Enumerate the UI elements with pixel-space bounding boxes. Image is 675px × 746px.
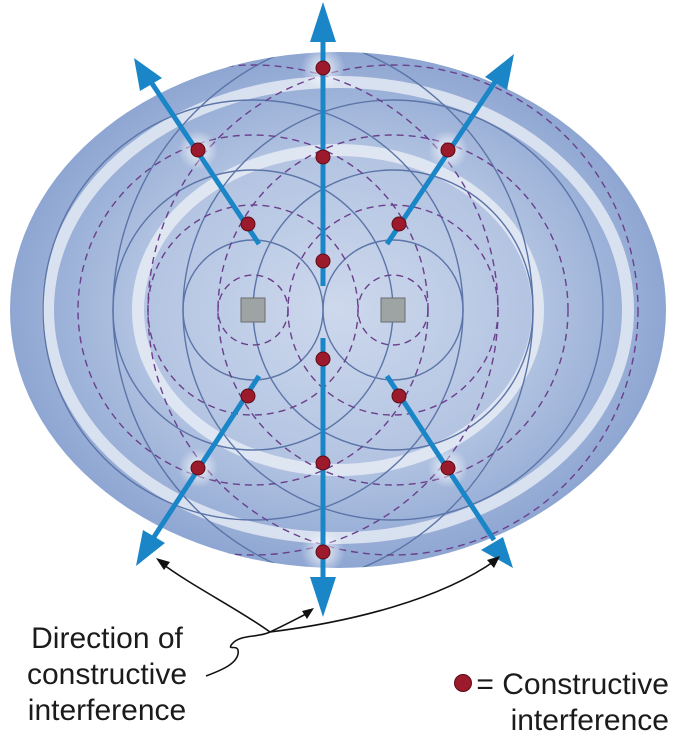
- constructive-dot: [190, 460, 206, 476]
- arrow-lower-left-shaft: [149, 374, 262, 542]
- constructive-dot: [315, 544, 331, 560]
- arrow-up-icon: [310, 2, 336, 42]
- arrow-upper-left-icon: [134, 58, 162, 91]
- arrow-lower-left-icon: [136, 530, 165, 566]
- legend-line1: = Constructive: [454, 667, 669, 703]
- pointer-arrowhead-icon: [156, 558, 170, 570]
- constructive-dot: [440, 142, 456, 158]
- constructive-dot: [391, 388, 407, 404]
- wave-field: [10, 52, 666, 568]
- trough-lines-source-b: [147, 64, 639, 556]
- constructive-dot: [391, 216, 407, 232]
- constructive-points: [190, 60, 456, 560]
- pointer-arrowhead-icon: [302, 608, 314, 619]
- callout-arrowheads: [156, 556, 500, 619]
- red-dot-icon: [454, 674, 473, 693]
- source-a-icon: [240, 297, 266, 323]
- constructive-dot: [315, 455, 331, 471]
- direction-label: Direction of constructive interference: [0, 621, 214, 729]
- arrow-lower-right-icon: [481, 537, 513, 568]
- constructive-dot: [190, 142, 206, 158]
- arrow-upper-right-shaft: [384, 80, 498, 246]
- constructive-dot: [315, 149, 331, 165]
- pointer-arrowhead-icon: [487, 556, 500, 568]
- source-b-icon: [380, 297, 406, 323]
- constructive-dot: [240, 388, 256, 404]
- arrow-upper-left-shaft: [148, 80, 262, 246]
- constructive-dot: [315, 351, 331, 367]
- direction-label-line3: interference: [27, 694, 187, 727]
- legend-text: = Constructive: [476, 668, 669, 701]
- constructive-dot: [315, 60, 331, 76]
- arrow-down-icon: [310, 577, 336, 617]
- direction-label-line2: constructive: [26, 658, 188, 691]
- direction-label-line1: Direction of: [31, 622, 183, 655]
- arrow-upper-right-icon: [485, 54, 514, 90]
- arrow-lower-right-shaft: [384, 374, 497, 542]
- legend-line2: interference: [510, 704, 669, 737]
- constructive-dot: [440, 460, 456, 476]
- constructive-dot: [240, 216, 256, 232]
- legend: = Constructive interference: [454, 667, 669, 739]
- constructive-dot: [315, 253, 331, 269]
